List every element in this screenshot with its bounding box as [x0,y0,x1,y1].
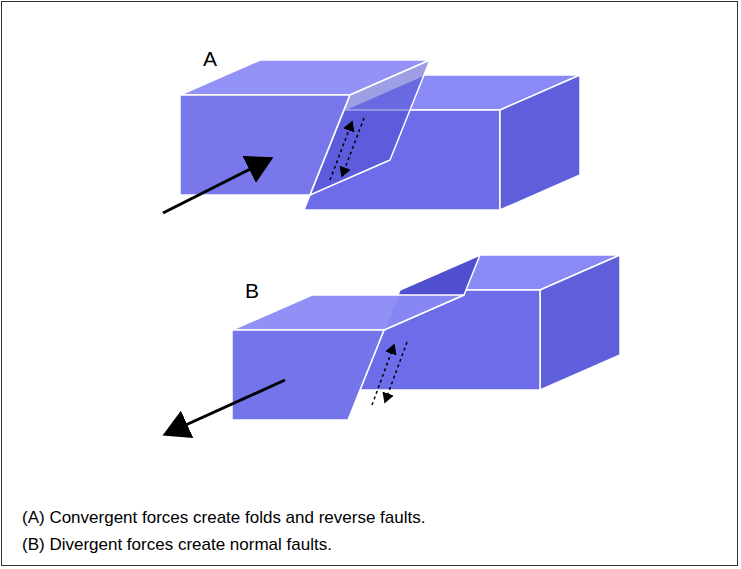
panel-letter: B [245,278,259,303]
reverse-fault-blocks [180,60,580,210]
normal-fault-blocks [232,255,620,420]
caption-line: (A) Convergent forces create folds and r… [22,508,425,528]
slip-arrows [372,342,407,405]
extension-arrow [168,380,285,433]
panel-letter: A [203,46,217,71]
slip-arrows [330,118,364,180]
caption-line: (B) Divergent forces create normal fault… [22,535,332,555]
compression-arrow [163,160,268,213]
